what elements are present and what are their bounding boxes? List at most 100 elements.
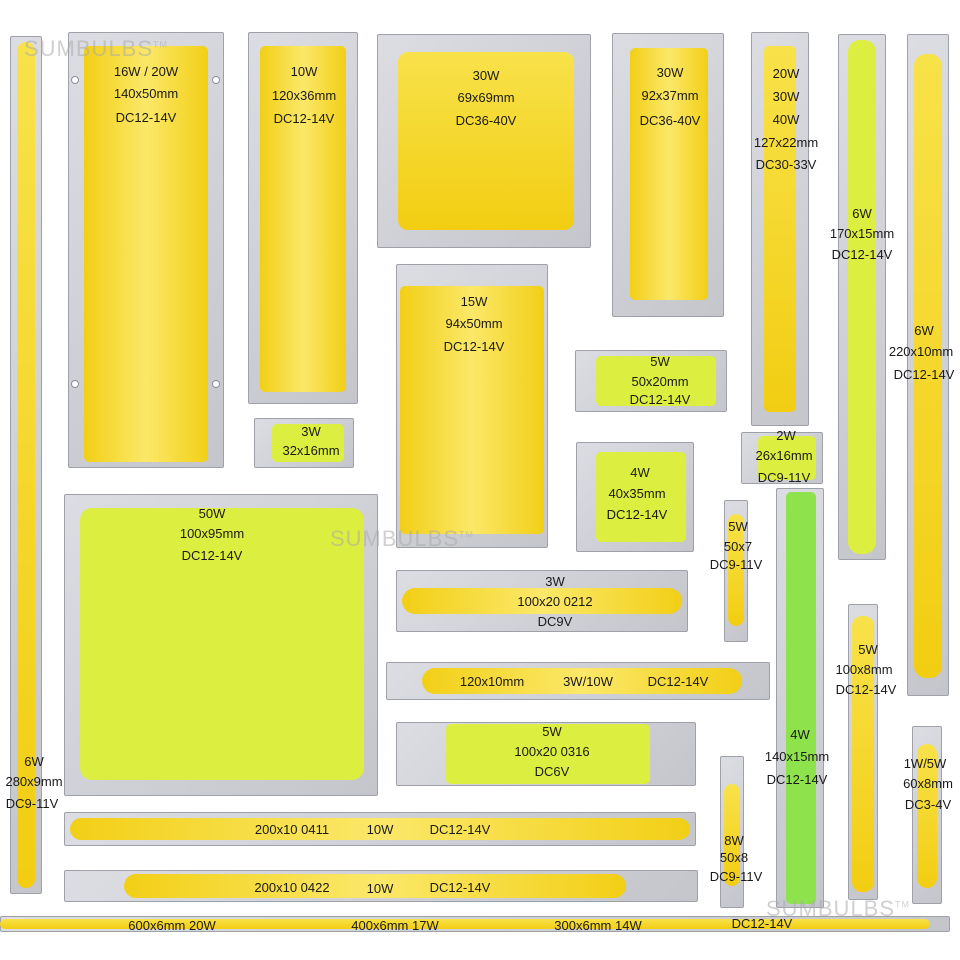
mount-hole	[212, 380, 220, 388]
cob-16w-chip	[84, 46, 208, 462]
label-6w-170-size: 170x15mm	[829, 226, 895, 241]
label-200-0422-voltage: DC12-14V	[429, 880, 491, 895]
label-5w-50-size: 50x20mm	[631, 374, 689, 389]
watermark-top-left: SUMBULBSTM	[24, 36, 169, 61]
label-8w-size: 50x8	[719, 850, 749, 865]
label-5w-100-voltage: DC6V	[534, 764, 570, 779]
mount-hole	[212, 76, 220, 84]
label-16w-power: 16W / 20W	[113, 64, 179, 79]
label-50w-power: 50W	[198, 506, 226, 521]
label-6w-280-power: 6W	[24, 754, 44, 769]
cob-5w-100x8-chip	[852, 616, 874, 892]
label-5w-50-voltage: DC12-14V	[629, 392, 691, 407]
cob-2w-chip	[758, 436, 816, 480]
cob-bottom-strip-chip	[0, 919, 930, 929]
label-5w-50-power: 5W	[650, 354, 670, 369]
cob-4w-40-chip	[596, 452, 686, 542]
label-1w-size: 60x8mm	[903, 776, 953, 791]
cob-5w-50-chip	[596, 356, 716, 406]
label-15w-voltage: DC12-14V	[443, 339, 505, 354]
label-20w-size: 127x22mm	[753, 135, 819, 150]
cob-30w-square-chip	[398, 52, 574, 230]
label-6w-170-power: 6W	[852, 206, 872, 221]
label-4w-40-size: 40x35mm	[608, 486, 666, 501]
label-8w-voltage: DC9-11V	[709, 869, 763, 884]
label-4w-140-voltage: DC12-14V	[766, 772, 828, 787]
label-30w-square-size: 69x69mm	[457, 90, 515, 105]
label-20w-voltage: DC30-33V	[755, 157, 817, 172]
label-3w-32-power: 3W	[301, 424, 321, 439]
label-4w-140-size: 140x15mm	[764, 749, 830, 764]
cob-6w-170-chip	[848, 40, 876, 554]
cob-200-0422-chip	[124, 874, 626, 898]
label-10w-size: 120x36mm	[271, 88, 337, 103]
cob-3w-32-chip	[272, 424, 344, 462]
label-120-power: 3W/10W	[563, 674, 613, 689]
cob-6w-220-chip	[914, 54, 942, 678]
label-5w-100x8-power: 5W	[858, 642, 878, 657]
label-30w-square-power: 30W	[472, 68, 500, 83]
label-10w-power: 10W	[290, 64, 318, 79]
led-strip-280x9-chip	[17, 42, 35, 888]
label-bottom-400: 400x6mm 17W	[351, 918, 439, 933]
label-120-voltage: DC12-14V	[647, 674, 709, 689]
label-200-0411-size: 200x10 0411	[254, 822, 330, 837]
label-20w-power-c: 40W	[772, 112, 800, 127]
cob-30w-rect-chip	[630, 48, 708, 300]
label-5w-100x8-size: 100x8mm	[835, 662, 893, 677]
label-2w-power: 2W	[776, 428, 796, 443]
label-bottom-300: 300x6mm 14W	[554, 918, 642, 933]
label-50w-voltage: DC12-14V	[181, 548, 243, 563]
label-2w-size: 26x16mm	[755, 448, 813, 463]
label-15w-power: 15W	[460, 294, 488, 309]
label-200-0411-voltage: DC12-14V	[429, 822, 491, 837]
label-bottom-voltage: DC12-14V	[731, 916, 793, 931]
label-6w-280-size: 280x9mm	[5, 774, 63, 789]
label-30w-rect-power: 30W	[656, 65, 684, 80]
label-30w-square-voltage: DC36-40V	[455, 113, 517, 128]
label-3w-32-size: 32x16mm	[282, 443, 340, 458]
cob-120-chip	[422, 668, 742, 694]
cob-20w-chip	[764, 46, 796, 412]
label-200-0422-power: 10W	[366, 881, 394, 896]
watermark-bottom-right: SUMBULBSTM	[766, 896, 911, 921]
label-200-0422-size: 200x10 0422	[254, 880, 330, 895]
label-200-0411-power: 10W	[366, 822, 394, 837]
label-4w-40-power: 4W	[630, 465, 650, 480]
cob-5w-50x7-chip	[728, 514, 744, 626]
label-15w-size: 94x50mm	[445, 316, 503, 331]
label-3w-100-voltage: DC9V	[537, 614, 573, 629]
cob-50w-chip	[80, 508, 364, 780]
mount-hole	[71, 380, 79, 388]
label-1w-power: 1W/5W	[903, 756, 947, 771]
label-2w-voltage: DC9-11V	[757, 470, 811, 485]
label-4w-140-power: 4W	[790, 727, 810, 742]
watermark-center: SUMBULBSTM	[330, 526, 475, 551]
cob-4w-140-chip	[786, 492, 816, 904]
label-16w-voltage: DC12-14V	[115, 110, 177, 125]
mount-hole	[71, 76, 79, 84]
label-50w-size: 100x95mm	[179, 526, 245, 541]
label-6w-220-size: 220x10mm	[888, 344, 954, 359]
cob-1w-chip	[917, 744, 937, 888]
label-3w-100-power: 3W	[545, 574, 565, 589]
cob-10w-chip	[260, 46, 346, 392]
label-bottom-600: 600x6mm 20W	[128, 918, 216, 933]
cob-5w-100-chip	[446, 724, 650, 784]
label-30w-rect-voltage: DC36-40V	[639, 113, 701, 128]
label-6w-220-voltage: DC12-14V	[893, 367, 955, 382]
label-30w-rect-size: 92x37mm	[641, 88, 699, 103]
label-6w-220-power: 6W	[914, 323, 934, 338]
label-5w-100-power: 5W	[542, 724, 562, 739]
label-5w-50x7-power: 5W	[728, 519, 748, 534]
label-120-size: 120x10mm	[459, 674, 525, 689]
label-3w-100-size: 100x20 0212	[517, 594, 593, 609]
label-6w-170-voltage: DC12-14V	[831, 247, 893, 262]
label-5w-50x7-size: 50x7	[723, 539, 753, 554]
cob-3w-100-chip	[402, 588, 682, 614]
label-20w-power-b: 30W	[772, 89, 800, 104]
label-16w-size: 140x50mm	[113, 86, 179, 101]
label-6w-280-voltage: DC9-11V	[5, 796, 59, 811]
label-4w-40-voltage: DC12-14V	[606, 507, 668, 522]
label-1w-voltage: DC3-4V	[904, 797, 952, 812]
